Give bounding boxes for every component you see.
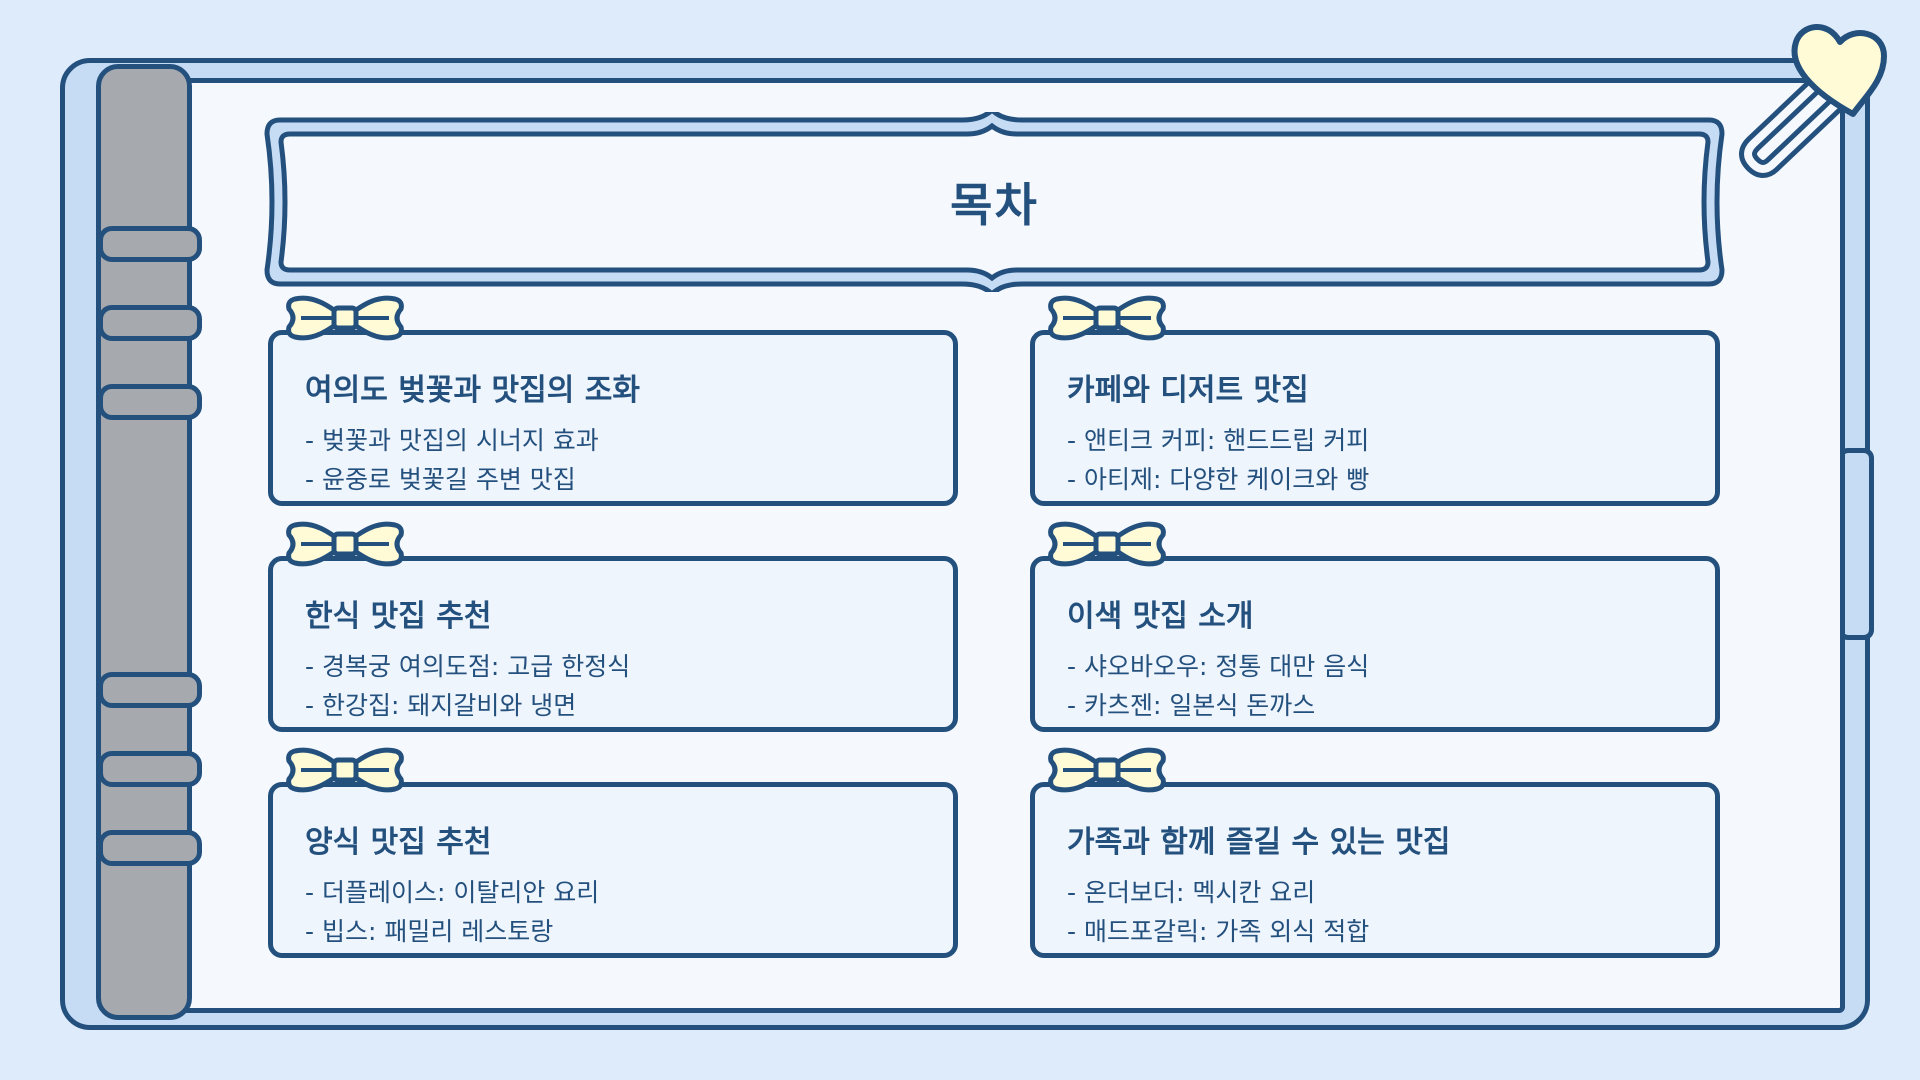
binder-ring-icon <box>98 226 202 262</box>
section-card: 이색 맛집 소개 - 샤오바오우: 정통 대만 음식 - 카츠젠: 일본식 돈까스 <box>1030 521 1720 732</box>
section-item: - 카츠젠: 일본식 돈까스 <box>1067 691 1316 720</box>
bow-icon <box>1048 521 1166 567</box>
section-item: - 매드포갈릭: 가족 외식 적합 <box>1067 917 1370 946</box>
section-title: 여의도 벚꽃과 맛집의 조화 <box>305 373 640 408</box>
section-title: 가족과 함께 즐길 수 있는 맛집 <box>1067 825 1451 860</box>
bow-icon <box>286 521 404 567</box>
binder-ring-icon <box>98 751 202 787</box>
banner-frame <box>264 106 1725 298</box>
section-card: 한식 맛집 추천 - 경복궁 여의도점: 고급 한정식 - 한강집: 돼지갈비와 냉… <box>268 521 958 732</box>
bow-icon <box>1048 295 1166 341</box>
section-item: - 한강집: 돼지갈비와 냉면 <box>305 691 577 720</box>
section-item: - 더플레이스: 이탈리안 요리 <box>305 878 600 907</box>
page-title: 목차 <box>950 178 1039 232</box>
binder-spine <box>96 64 192 1020</box>
binder-ring-icon <box>98 305 202 341</box>
section-title: 양식 맛집 추천 <box>305 825 492 860</box>
section-card: 여의도 벚꽃과 맛집의 조화 - 벚꽃과 맛집의 시너지 효과 - 윤중로 벚꽃길 … <box>268 295 958 506</box>
bow-icon <box>1048 747 1166 793</box>
bow-icon <box>286 295 404 341</box>
section-item: - 윤중로 벚꽃길 주변 맛집 <box>305 465 576 494</box>
section-card: 양식 맛집 추천 - 더플레이스: 이탈리안 요리 - 빕스: 패밀리 레스토랑 <box>268 747 958 958</box>
binder-ring-icon <box>98 384 202 420</box>
section-card: 카페와 디저트 맛집 - 앤티크 커피: 핸드드립 커피 - 아티제: 다양한 케이… <box>1030 295 1720 506</box>
section-title: 이색 맛집 소개 <box>1067 599 1254 634</box>
heart-clip-icon <box>1739 24 1887 178</box>
section-title: 한식 맛집 추천 <box>305 599 492 634</box>
section-item: - 아티제: 다양한 케이크와 빵 <box>1067 465 1370 494</box>
section-item: - 경복궁 여의도점: 고급 한정식 <box>305 652 631 681</box>
binder-ring-icon <box>98 672 202 708</box>
title-banner: 목차 <box>262 106 1727 298</box>
section-item: - 앤티크 커피: 핸드드립 커피 <box>1067 426 1370 455</box>
section-item: - 온더보더: 멕시칸 요리 <box>1067 878 1316 907</box>
section-card: 가족과 함께 즐길 수 있는 맛집 - 온더보더: 멕시칸 요리 - 매드포갈릭: … <box>1030 747 1720 958</box>
section-item: - 빕스: 패밀리 레스토랑 <box>305 917 554 946</box>
section-item: - 벚꽃과 맛집의 시너지 효과 <box>305 426 599 455</box>
section-title: 카페와 디저트 맛집 <box>1067 373 1309 408</box>
bow-icon <box>286 747 404 793</box>
binder-ring-icon <box>98 830 202 866</box>
section-item: - 샤오바오우: 정통 대만 음식 <box>1067 652 1370 681</box>
